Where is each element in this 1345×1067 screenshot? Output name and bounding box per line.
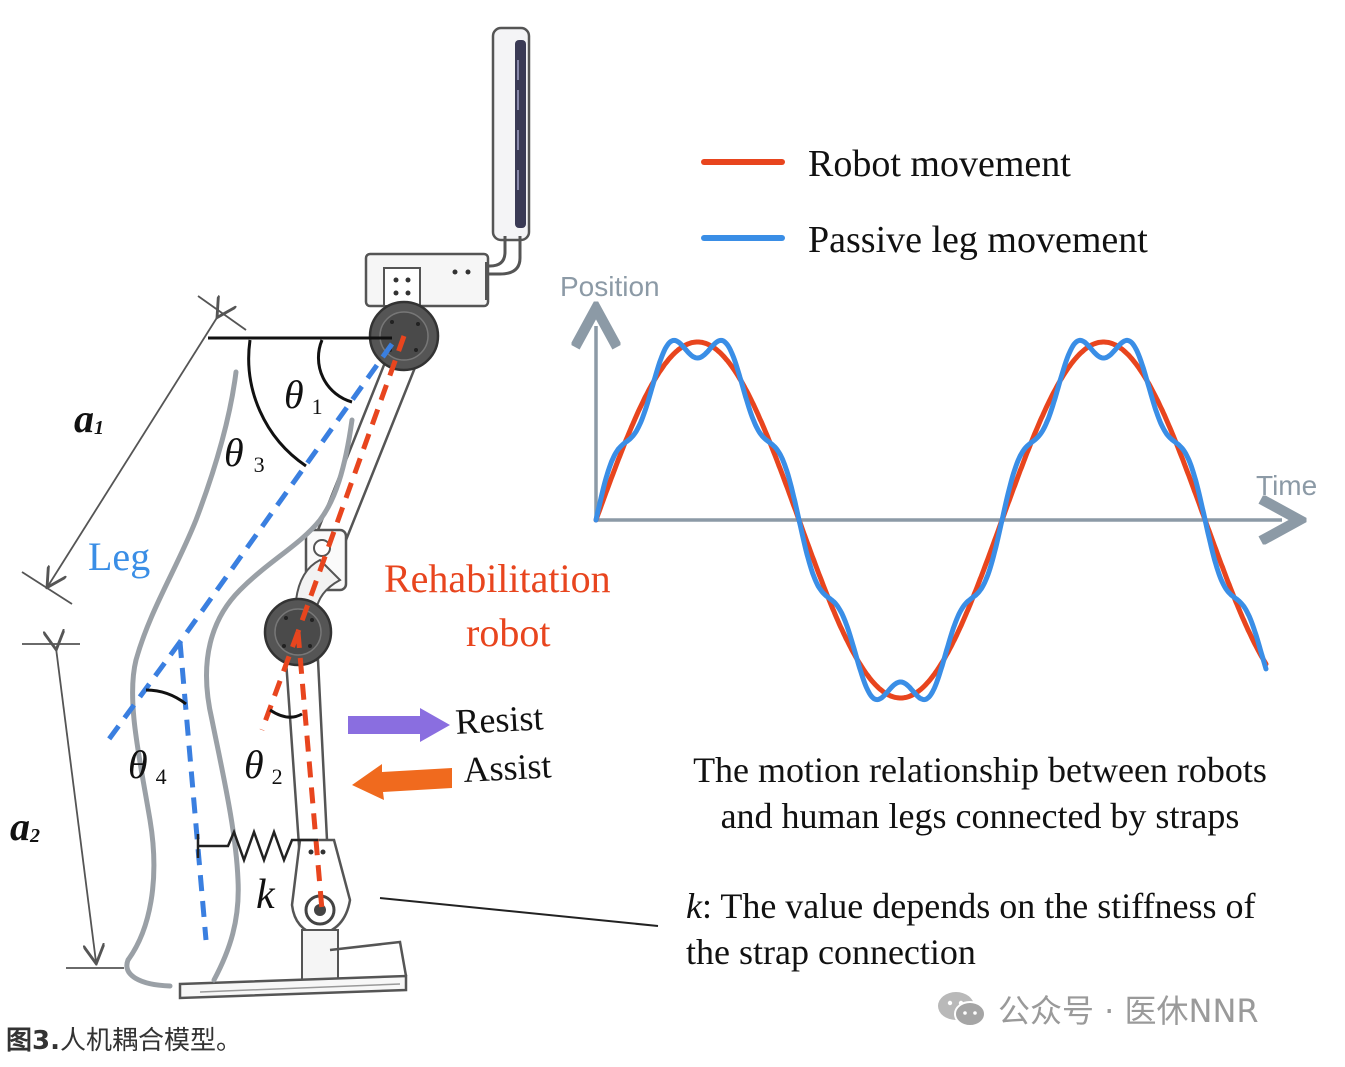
label-assist: Assist bbox=[462, 745, 552, 790]
k-description-line1: k: The value depends on the stiffness of bbox=[686, 886, 1256, 926]
assist-arrow bbox=[352, 764, 452, 800]
robot-dashed-axis bbox=[259, 335, 407, 911]
label-a1: a1 bbox=[74, 396, 104, 441]
legend-label-robot: Robot movement bbox=[808, 143, 1071, 185]
k-leader-line bbox=[379, 897, 659, 927]
handle-panel bbox=[486, 26, 531, 276]
motion-text-line1: The motion relationship between robots bbox=[693, 750, 1267, 790]
label-rehab-line1: Rehabilitation bbox=[384, 556, 611, 601]
series-robot-movement bbox=[593, 339, 1269, 701]
wechat-icon bbox=[938, 992, 986, 1027]
legend: Robot movement Passive leg movement bbox=[701, 143, 1148, 261]
figure-caption: 图3.人机耦合模型。 bbox=[6, 1020, 242, 1057]
foot-plate bbox=[178, 929, 408, 1000]
label-a2: a2 bbox=[10, 804, 40, 849]
strap-spring bbox=[196, 828, 318, 864]
label-k: k bbox=[256, 872, 276, 918]
legend-label-passive: Passive leg movement bbox=[808, 219, 1148, 261]
robot-illustration bbox=[124, 26, 531, 1000]
dimension-a1 bbox=[21, 296, 247, 605]
hip-housing bbox=[364, 252, 490, 308]
thigh-link bbox=[310, 348, 420, 557]
k-description-line2: the strap connection bbox=[686, 932, 976, 972]
label-resist: Resist bbox=[454, 697, 544, 742]
leg-dashed-axis bbox=[101, 342, 395, 941]
figure-number: 图3. bbox=[6, 1026, 60, 1056]
shank-link bbox=[284, 658, 330, 862]
label-leg: Leg bbox=[88, 534, 150, 579]
resist-arrow bbox=[348, 708, 450, 742]
chart-axes: Position Time bbox=[560, 271, 1317, 520]
angle-markings bbox=[145, 336, 392, 719]
motion-text-line2: and human legs connected by straps bbox=[721, 796, 1240, 836]
caption-text: 人机耦合模型。 bbox=[59, 1026, 242, 1056]
ankle-joint bbox=[290, 838, 352, 937]
watermark: 公众号 · 医休NNR bbox=[936, 986, 1259, 1032]
watermark-text: 公众号 · 医休NNR bbox=[998, 992, 1259, 1030]
series-passive-leg-movement bbox=[593, 337, 1269, 703]
x-axis-label: Time bbox=[1256, 470, 1317, 501]
label-rehab-line2: robot bbox=[466, 610, 550, 655]
dimension-a2 bbox=[22, 644, 124, 969]
y-axis-label: Position bbox=[560, 271, 660, 302]
